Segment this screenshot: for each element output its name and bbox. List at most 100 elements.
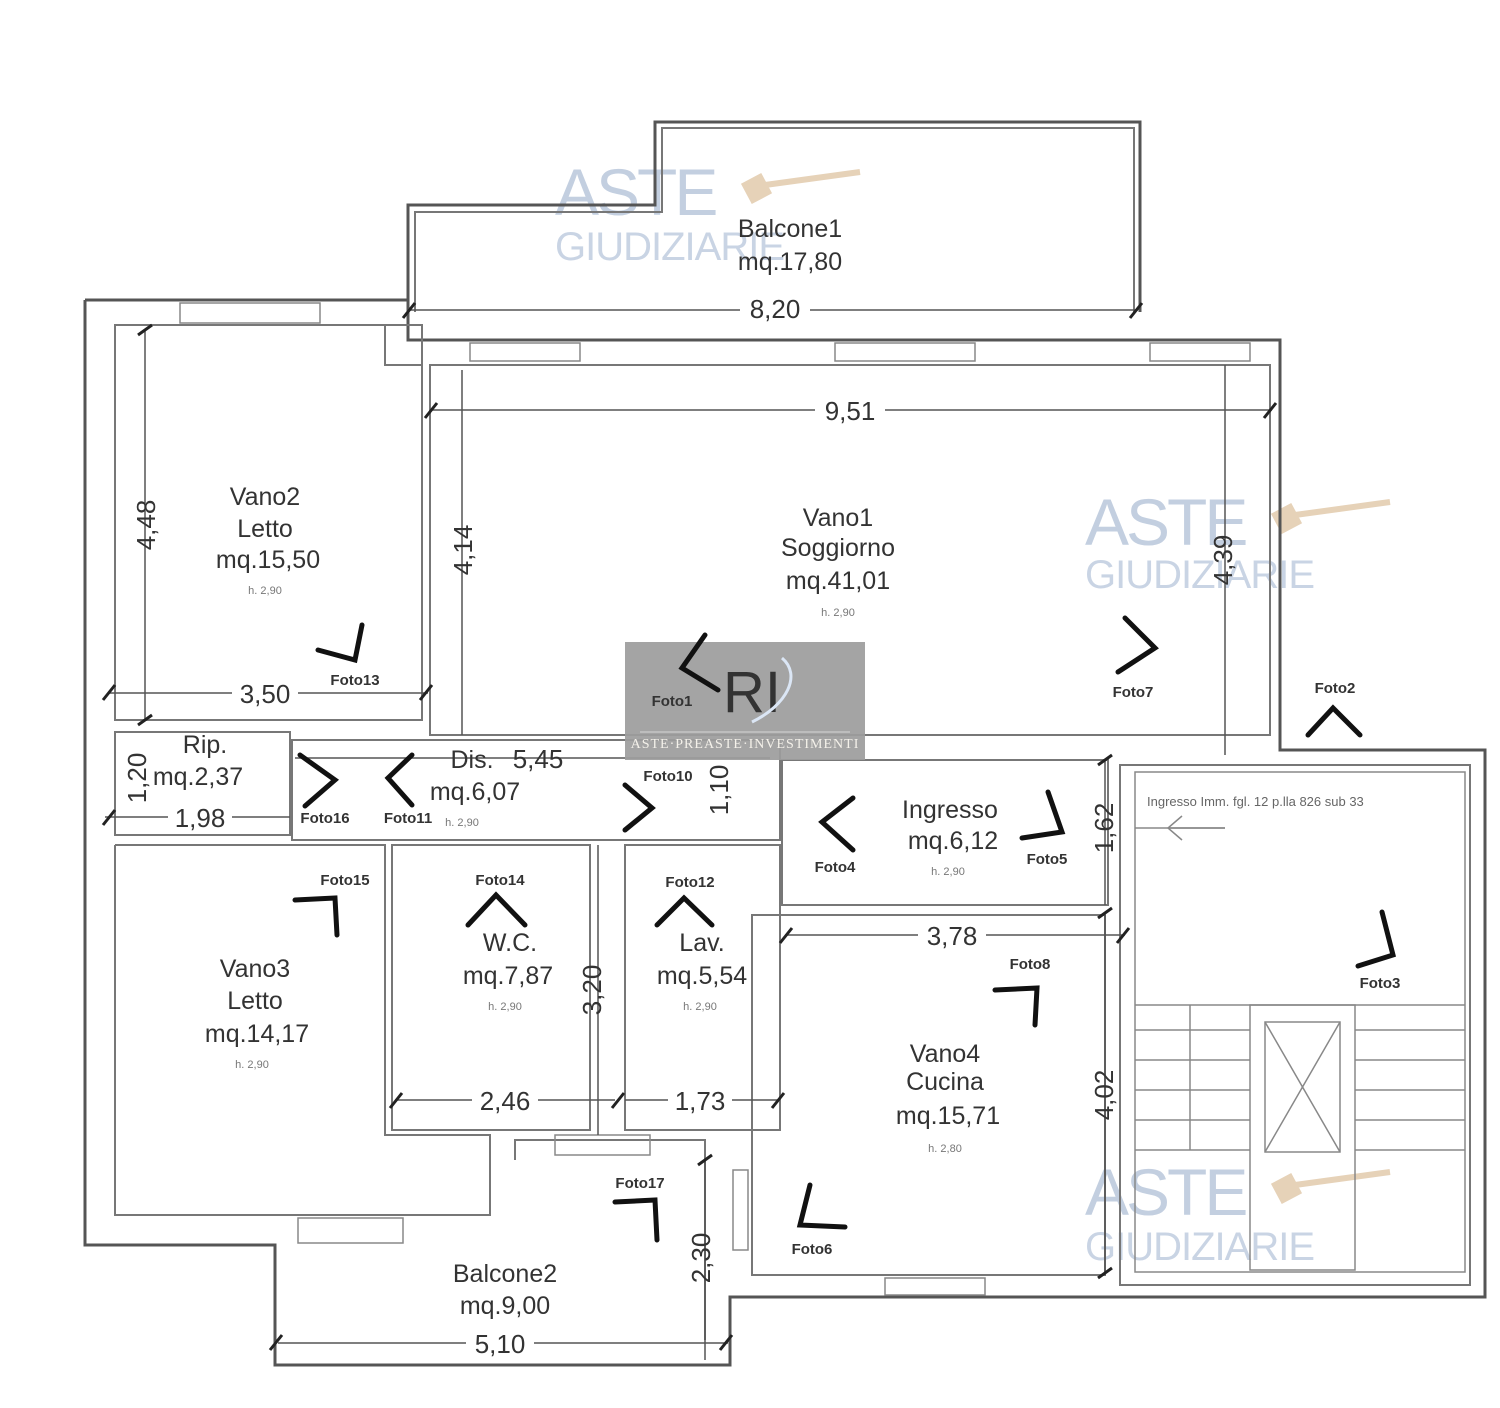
logo-tagline: ASTE·PREASTE·INVESTIMENTI: [631, 737, 860, 752]
svg-text:Vano4: Vano4: [910, 1040, 981, 1068]
svg-text:Vano3: Vano3: [220, 955, 290, 983]
photo-marker-foto13: Foto13: [315, 622, 380, 689]
svg-text:mq.2,37: mq.2,37: [153, 763, 243, 791]
svg-text:GIUDIZIARIE: GIUDIZIARIE: [555, 225, 784, 269]
svg-text:3,50: 3,50: [240, 679, 291, 709]
svg-text:mq.7,87: mq.7,87: [463, 962, 553, 990]
svg-text:Foto1: Foto1: [652, 693, 693, 710]
gavel-icon: [1270, 499, 1391, 535]
photo-marker-foto14: Foto14: [465, 872, 528, 928]
svg-text:GIUDIZIARIE: GIUDIZIARIE: [1085, 1225, 1314, 1269]
svg-text:3,20: 3,20: [577, 965, 607, 1016]
svg-text:h. 2,80: h. 2,80: [928, 1143, 962, 1155]
svg-text:Foto15: Foto15: [320, 872, 369, 889]
logo-swoosh-icon: [751, 656, 793, 724]
photo-marker-foto6: Foto6: [792, 1182, 848, 1258]
photo-marker-foto1: Foto1: [652, 632, 721, 710]
svg-text:4,14: 4,14: [448, 525, 478, 576]
svg-text:Lav.: Lav.: [679, 929, 724, 957]
svg-text:ASTE: ASTE: [1085, 485, 1246, 559]
svg-text:1,62: 1,62: [1089, 803, 1119, 854]
svg-text:h. 2,90: h. 2,90: [931, 866, 965, 878]
svg-text:h. 2,90: h. 2,90: [445, 817, 479, 829]
svg-text:Balcone1: Balcone1: [738, 215, 842, 243]
svg-text:5,45: 5,45: [513, 744, 564, 774]
svg-text:ASTE: ASTE: [555, 155, 716, 229]
svg-text:mq.41,01: mq.41,01: [786, 567, 890, 595]
svg-text:Foto7: Foto7: [1113, 684, 1154, 701]
svg-text:Foto8: Foto8: [1010, 956, 1051, 973]
svg-text:mq.14,17: mq.14,17: [205, 1020, 309, 1048]
svg-text:h. 2,90: h. 2,90: [488, 1001, 522, 1013]
svg-text:h. 2,90: h. 2,90: [248, 585, 282, 597]
svg-text:Letto: Letto: [237, 515, 293, 543]
photo-marker-foto16: Foto16: [297, 752, 350, 827]
room-dis: Dis.mq.6,07h. 2,90: [430, 746, 520, 829]
svg-text:h. 2,90: h. 2,90: [821, 607, 855, 619]
logo-monogram: RI: [723, 660, 781, 725]
svg-text:Foto10: Foto10: [643, 768, 692, 785]
svg-text:1,20: 1,20: [122, 753, 152, 804]
svg-text:1,73: 1,73: [675, 1086, 726, 1116]
svg-text:Dis.: Dis.: [450, 746, 493, 774]
svg-text:Foto12: Foto12: [665, 874, 714, 891]
logo-overlay: RI ASTE·PREASTE·INVESTIMENTI: [625, 642, 865, 760]
svg-text:Foto2: Foto2: [1315, 680, 1356, 697]
svg-text:Foto6: Foto6: [792, 1241, 833, 1258]
svg-text:Cucina: Cucina: [906, 1068, 984, 1096]
svg-text:2,46: 2,46: [480, 1086, 531, 1116]
photo-marker-foto5: Foto5: [1019, 789, 1068, 868]
svg-text:GIUDIZIARIE: GIUDIZIARIE: [1085, 553, 1314, 597]
svg-text:mq.5,54: mq.5,54: [657, 962, 747, 990]
dimension-labels: 8,20 9,51 4,48 4,14 4,39 3,50 1,20 1,98 …: [122, 294, 1238, 1359]
svg-text:ASTE: ASTE: [1085, 1155, 1246, 1229]
svg-text:8,20: 8,20: [750, 294, 801, 324]
photo-marker-foto10: Foto10: [622, 768, 693, 833]
entrance-note: Ingresso Imm. fgl. 12 p.lla 826 sub 33: [1147, 794, 1364, 809]
svg-text:W.C.: W.C.: [483, 929, 537, 957]
room-rip: Rip. mq.2,37: [153, 731, 243, 791]
svg-text:4,39: 4,39: [1208, 535, 1238, 586]
room-balcone1: Balcone1 mq.17,80: [738, 215, 842, 276]
svg-text:4,02: 4,02: [1089, 1070, 1119, 1121]
svg-text:mq.15,71: mq.15,71: [896, 1102, 1000, 1130]
svg-text:1,98: 1,98: [175, 803, 226, 833]
entrance-arrow-icon: [1166, 815, 1225, 841]
photo-marker-foto8: Foto8: [992, 956, 1051, 1028]
svg-text:4,48: 4,48: [131, 500, 161, 551]
svg-text:Foto5: Foto5: [1027, 851, 1068, 868]
photo-markers: Foto1 Foto2 Foto3 Foto4 Foto5 Foto6 Foto…: [292, 615, 1401, 1258]
svg-text:Foto3: Foto3: [1360, 975, 1401, 992]
svg-text:Foto17: Foto17: [615, 1175, 664, 1192]
svg-text:Foto4: Foto4: [815, 859, 856, 876]
photo-marker-foto2: Foto2: [1305, 680, 1363, 738]
svg-text:mq.15,50: mq.15,50: [216, 546, 320, 574]
photo-marker-foto3: Foto3: [1355, 909, 1401, 992]
svg-text:5,10: 5,10: [475, 1329, 526, 1359]
svg-text:Vano1: Vano1: [803, 504, 873, 532]
svg-text:mq.17,80: mq.17,80: [738, 248, 842, 276]
watermark-bottom: ASTE GIUDIZIARIE: [1085, 1155, 1391, 1269]
svg-text:9,51: 9,51: [825, 396, 876, 426]
svg-text:Foto11: Foto11: [384, 810, 432, 827]
svg-text:Vano2: Vano2: [230, 483, 300, 511]
room-wc: W.C. mq.7,87 h. 2,90: [463, 929, 553, 1013]
photo-marker-foto12: Foto12: [654, 874, 715, 928]
svg-text:Letto: Letto: [227, 987, 283, 1015]
svg-text:Rip.: Rip.: [183, 731, 227, 759]
svg-text:Foto14: Foto14: [475, 872, 525, 889]
gavel-icon: [740, 169, 861, 205]
svg-text:Ingresso: Ingresso: [902, 796, 998, 824]
watermark-top: ASTE GIUDIZIARIE: [555, 155, 861, 269]
svg-text:2,30: 2,30: [686, 1233, 716, 1284]
photo-marker-foto17: Foto17: [612, 1175, 665, 1243]
photo-marker-foto4: Foto4: [815, 795, 856, 876]
